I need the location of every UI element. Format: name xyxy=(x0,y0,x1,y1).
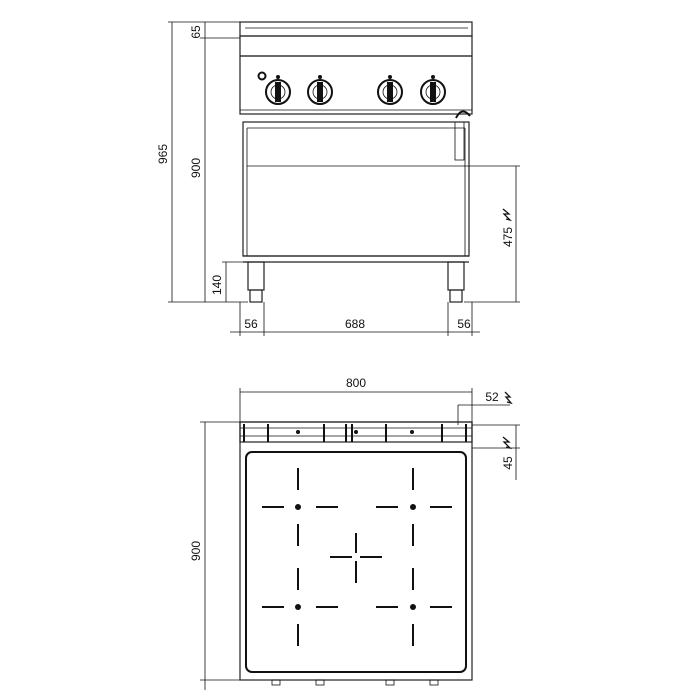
cooking-zone-marker-4 xyxy=(376,568,452,646)
top-view: 800 52 45 xyxy=(189,376,520,690)
top-plate xyxy=(239,21,473,37)
cooking-zone-marker-3 xyxy=(262,568,338,646)
pilot-light-icon xyxy=(257,71,267,81)
rear-strip xyxy=(239,421,473,443)
knob-1 xyxy=(265,75,291,105)
dim-688: 688 xyxy=(345,317,365,331)
ceramic-hob-surface xyxy=(245,451,467,673)
lightning-bolt-icon xyxy=(502,436,513,450)
lightning-bolt-icon xyxy=(504,391,513,405)
front-knob-stubs xyxy=(271,679,439,686)
cooking-zone-marker-2 xyxy=(376,468,452,546)
lightning-bolt-icon xyxy=(502,208,513,222)
dim-52: 52 xyxy=(485,390,499,404)
dim-900-top: 900 xyxy=(189,541,203,561)
splash-panel xyxy=(239,35,473,57)
dim-45: 45 xyxy=(501,456,515,470)
control-panel xyxy=(239,55,473,115)
dim-56-right: 56 xyxy=(457,317,471,331)
knob-2 xyxy=(307,75,333,105)
dim-900-front: 900 xyxy=(189,158,203,178)
cooking-zone-marker-1 xyxy=(262,468,338,546)
knob-4 xyxy=(420,75,446,105)
brand-badge-icon xyxy=(455,110,471,119)
dim-56-left: 56 xyxy=(244,317,258,331)
dim-65: 65 xyxy=(189,25,203,39)
dim-965: 965 xyxy=(156,144,170,164)
dim-800: 800 xyxy=(346,376,366,390)
open-base xyxy=(242,121,470,257)
dim-140: 140 xyxy=(210,275,224,295)
leg-left xyxy=(247,261,265,303)
leg-right xyxy=(447,261,465,303)
dim-475: 475 xyxy=(501,227,515,247)
knob-3 xyxy=(377,75,403,105)
front-view: 965 65 900 140 475 56 688 56 xyxy=(156,21,520,336)
cooking-zone-marker-center xyxy=(330,533,382,583)
